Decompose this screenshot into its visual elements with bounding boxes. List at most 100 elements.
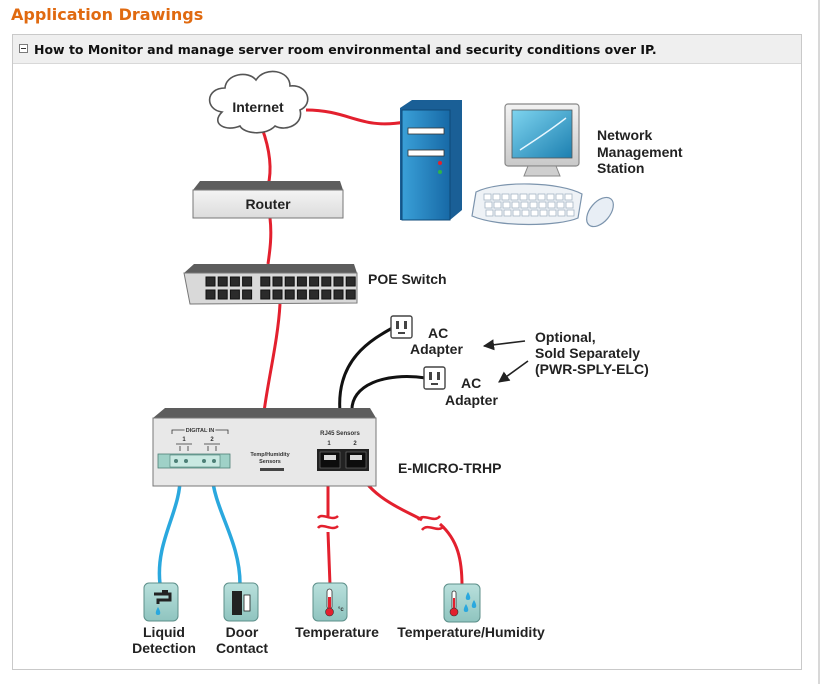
cable-internet-router: [260, 127, 272, 187]
cable-internet-nms: [305, 108, 406, 126]
temperature-sensor: °c: [312, 582, 348, 622]
keyboard-key: [528, 193, 537, 201]
cable-digital-2: [210, 473, 242, 585]
liquid-detection-label-line1: Liquid: [143, 624, 185, 640]
panel-title: How to Monitor and manage server room en…: [34, 42, 657, 57]
switch-port: [345, 276, 356, 287]
e-micro-device: DIGITAL IN 1 2 Temp/Humidity Sensors RJ4…: [152, 408, 377, 487]
router: Router: [192, 181, 344, 219]
temp-humidity-sensor: [443, 583, 481, 623]
keyboard-key: [537, 193, 546, 201]
switch-port: [333, 276, 344, 287]
optional-label-line2: Sold Separately: [535, 345, 640, 361]
door-contact-label-line1: Door: [226, 624, 259, 640]
cable-router-switch: [266, 217, 273, 265]
nms-label-line3: Station: [597, 160, 644, 176]
monitor: [504, 103, 580, 177]
switch-port: [284, 289, 295, 300]
outlet-icon: [390, 315, 413, 339]
switch-port: [272, 289, 283, 300]
rj45-port-1-label: 1: [327, 441, 331, 447]
optional-label-line1: Optional,: [535, 329, 596, 345]
internet-label: Internet: [232, 99, 284, 115]
switch-port: [272, 276, 283, 287]
panel-header[interactable]: How to Monitor and manage server room en…: [13, 35, 801, 64]
switch-port: [242, 289, 253, 300]
door-sensor: [223, 582, 259, 622]
switch-port: [345, 289, 356, 300]
switch-port: [229, 289, 240, 300]
switch-port: [309, 289, 320, 300]
outlet-icon: [423, 366, 446, 390]
ac-adapter-1-line1: AC: [428, 325, 448, 341]
switch-port: [333, 289, 344, 300]
poe-switch: POE Switch: [183, 264, 447, 305]
keyboard-key: [485, 209, 494, 217]
ac-adapter-2-line2: Adapter: [445, 392, 498, 408]
keyboard: [471, 183, 583, 226]
ac-adapter-1-line2: Adapter: [410, 341, 463, 357]
switch-port: [296, 276, 307, 287]
door-contact-label-line2: Contact: [216, 640, 268, 656]
nms-label-line1: Network: [597, 127, 652, 143]
keyboard-key: [529, 201, 538, 209]
keyboard-key: [519, 193, 528, 201]
switch-port: [284, 276, 295, 287]
rj45-port-2-label: 2: [353, 441, 357, 447]
keyboard-key: [539, 209, 548, 217]
digital-in-1-label: 1: [182, 437, 186, 443]
keyboard-key: [530, 209, 539, 217]
keyboard-key: [538, 201, 547, 209]
temp-humidity-sensors-label-line1: Temp/Humidity: [250, 452, 290, 458]
keyboard-key: [565, 201, 574, 209]
keyboard-key: [483, 193, 492, 201]
keyboard-key: [548, 209, 557, 217]
keyboard-key: [547, 201, 556, 209]
keyboard-key: [484, 201, 493, 209]
switch-port: [309, 276, 320, 287]
device-name-label: E-MICRO-TRHP: [398, 460, 501, 476]
keyboard-key: [511, 201, 520, 209]
keyboard-key: [501, 193, 510, 201]
keyboard-key: [546, 193, 555, 201]
switch-port: [205, 289, 216, 300]
internet-cloud: Internet: [208, 70, 309, 134]
router-label: Router: [245, 196, 291, 212]
digital-in-label: DIGITAL IN: [186, 428, 215, 434]
switch-port: [242, 276, 253, 287]
keyboard-key: [503, 209, 512, 217]
switch-port: [296, 289, 307, 300]
temp-humidity-sensors-label-line2: Sensors: [259, 459, 281, 465]
liquid-sensor: [143, 582, 179, 622]
switch-ports: [205, 276, 356, 300]
switch-port: [217, 276, 228, 287]
minus-box-icon[interactable]: [19, 44, 28, 53]
switch-port: [217, 289, 228, 300]
keyboard-key: [564, 193, 573, 201]
cable-switch-device: [262, 303, 282, 413]
digital-in-2-label: 2: [210, 437, 214, 443]
scrollbar-edge: [818, 0, 820, 684]
cable-digital-1: [157, 473, 182, 585]
section-title: Application Drawings: [11, 5, 204, 24]
liquid-detection-label-line2: Detection: [132, 640, 196, 656]
keyboard-key: [493, 201, 502, 209]
degree-c-label: °c: [338, 607, 344, 613]
keyboard-key: [492, 193, 501, 201]
cable-ac2: [350, 375, 427, 413]
keyboard-key: [512, 209, 521, 217]
switch-port: [229, 276, 240, 287]
ac-adapter-2-line1: AC: [461, 375, 481, 391]
arrows: [482, 339, 529, 383]
keyboard-key: [510, 193, 519, 201]
switch-port: [321, 276, 332, 287]
keyboard-key: [555, 193, 564, 201]
switch-port: [205, 276, 216, 287]
pc-tower: [400, 100, 462, 221]
keyboard-key: [502, 201, 511, 209]
keyboard-key: [557, 209, 566, 217]
keyboard-key: [556, 201, 565, 209]
poe-switch-label: POE Switch: [368, 271, 447, 287]
keyboard-key: [494, 209, 503, 217]
